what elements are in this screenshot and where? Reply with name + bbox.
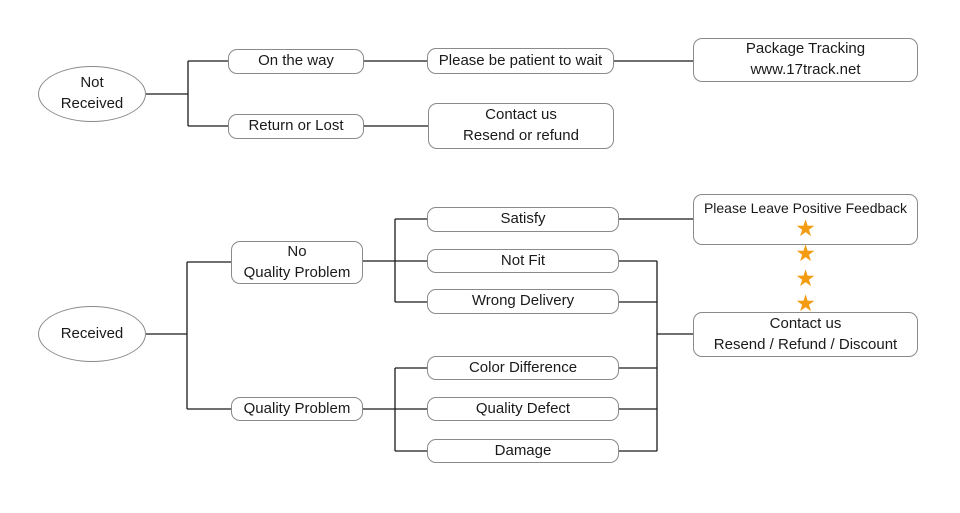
node-label-line1: Package Tracking — [745, 40, 866, 58]
star-icon: ★ — [795, 291, 816, 317]
node-label-line2: www.17track.net — [750, 61, 861, 78]
node-wrong-delivery: Wrong Delivery — [427, 289, 619, 314]
node-contact-us-resend-refund: Contact us Resend or refund — [428, 103, 614, 149]
node-please-be-patient: Please be patient to wait — [427, 48, 614, 74]
node-package-tracking: Package Tracking www.17track.net — [693, 38, 918, 82]
node-label: Satisfy — [500, 210, 546, 228]
node-positive-feedback: Please Leave Positive Feedback ★ ★ ★ ★ ★ — [693, 194, 918, 342]
node-label: Return or Lost — [248, 117, 344, 135]
node-return-or-lost: Return or Lost — [228, 114, 364, 139]
node-not-fit: Not Fit — [427, 249, 619, 273]
node-label: Please be patient to wait — [438, 51, 603, 69]
node-on-the-way: On the way — [228, 49, 364, 74]
node-label-line1: Contact us — [485, 106, 557, 124]
node-label: Please Leave Positive Feedback — [703, 200, 908, 216]
node-label-line1: No — [287, 242, 307, 260]
node-quality-problem: Quality Problem — [231, 397, 363, 421]
node-label: On the way — [258, 52, 334, 70]
node-label-line2: Resend / Refund / Discount — [713, 335, 898, 353]
node-received: Received — [38, 306, 146, 362]
node-contact-us-resend-refund-discount: Contact us Resend / Refund / Discount — [693, 312, 918, 357]
node-quality-defect: Quality Defect — [427, 397, 619, 421]
node-label: Not Received — [60, 74, 124, 112]
node-label-line2: Resend or refund — [463, 127, 579, 144]
node-label: Not Fit — [500, 251, 546, 269]
node-label-line2: Quality Problem — [243, 263, 351, 281]
node-color-difference: Color Difference — [427, 356, 619, 380]
node-label: Quality Problem — [243, 399, 351, 417]
star-icon: ★ — [795, 241, 816, 267]
node-not-received: Not Received — [38, 66, 146, 122]
star-icon: ★ — [795, 266, 816, 292]
node-label: Quality Defect — [475, 399, 571, 417]
node-no-quality-problem: No Quality Problem — [231, 241, 363, 284]
node-label: Color Difference — [468, 358, 578, 376]
star-icon: ★ — [795, 216, 816, 242]
node-label: Received — [60, 324, 124, 342]
node-label-line1: Contact us — [769, 314, 842, 332]
node-label: Wrong Delivery — [471, 292, 575, 310]
node-damage: Damage — [427, 439, 619, 463]
node-satisfy: Satisfy — [427, 207, 619, 232]
node-label: Damage — [494, 441, 552, 459]
